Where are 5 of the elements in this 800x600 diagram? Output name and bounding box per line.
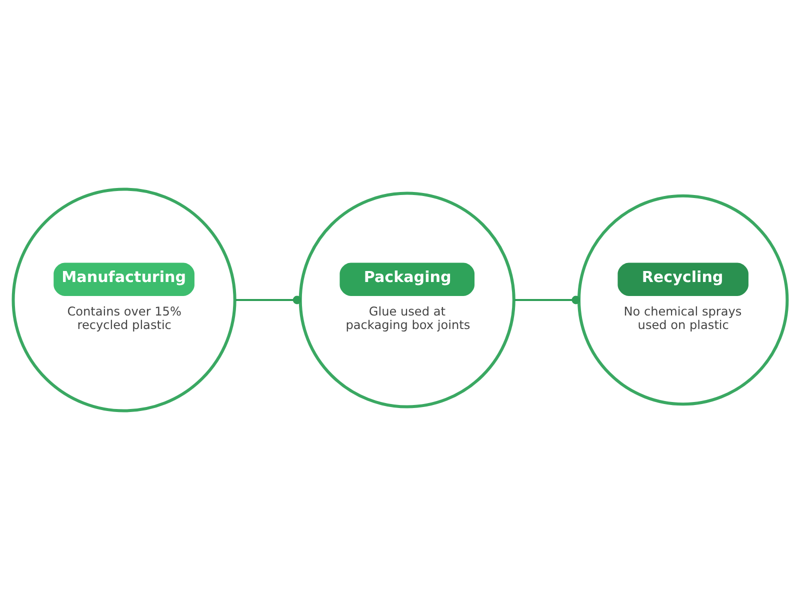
connector <box>235 296 302 304</box>
connector <box>514 296 580 304</box>
node-circle: Packaging Glue used at packaging box joints <box>298 192 516 408</box>
node-circle: Manufacturing Contains over 15% recycled plastic <box>12 188 236 412</box>
node-circle: Recycling No chemical sprays used on plastic <box>577 194 789 406</box>
